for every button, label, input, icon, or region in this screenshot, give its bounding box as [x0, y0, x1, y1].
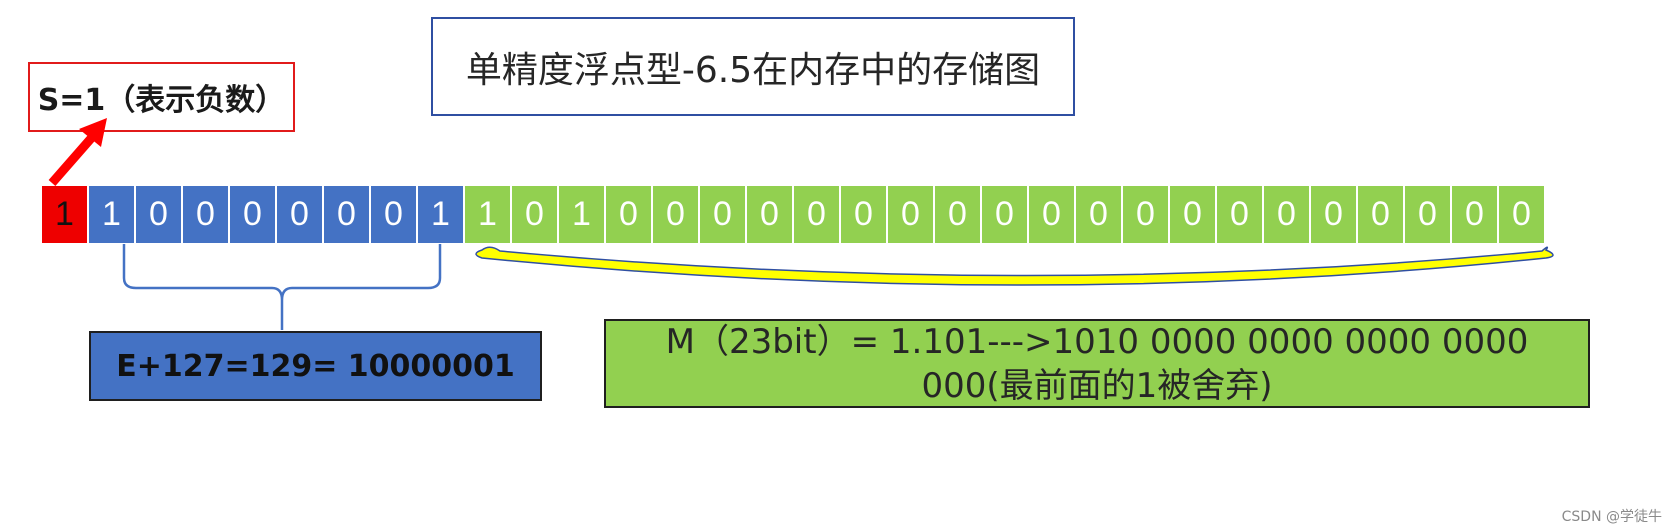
mantissa-bit-cell: 0: [606, 186, 651, 243]
mantissa-bit-cell: 0: [512, 186, 557, 243]
mantissa-bit-cell: 0: [747, 186, 792, 243]
mantissa-bit-cell: 0: [935, 186, 980, 243]
mantissa-bit-cell: 0: [1029, 186, 1074, 243]
mantissa-bit-cell: 0: [1405, 186, 1450, 243]
mantissa-bit-cell: 0: [1076, 186, 1121, 243]
exponent-label-box: E+127=129= 10000001: [89, 331, 542, 401]
sign-bit-cell: 1: [42, 186, 87, 243]
exponent-bit-cell: 0: [183, 186, 228, 243]
exponent-bit-cell: 1: [89, 186, 134, 243]
title-box: 单精度浮点型-6.5在内存中的存储图: [431, 17, 1075, 116]
mantissa-bit-cell: 1: [559, 186, 604, 243]
mantissa-label-line1: M（23bit）= 1.101--->1010 0000 0000 0000 0…: [665, 321, 1529, 362]
mantissa-bit-cell: 0: [1217, 186, 1262, 243]
mantissa-label-line2: 000(最前面的1被舍弃): [921, 365, 1273, 406]
mantissa-bit-cell: 1: [465, 186, 510, 243]
mantissa-bit-cell: 0: [841, 186, 886, 243]
mantissa-bit-cell: 0: [982, 186, 1027, 243]
mantissa-label-box: M（23bit）= 1.101--->1010 0000 0000 0000 0…: [604, 319, 1590, 408]
mantissa-bit-cell: 0: [1358, 186, 1403, 243]
mantissa-bit-cell: 0: [1123, 186, 1168, 243]
exponent-brace: [122, 244, 442, 330]
mantissa-bit-cell: 0: [1499, 186, 1544, 243]
exponent-bit-cell: 0: [371, 186, 416, 243]
sign-arrow-head-icon: [79, 118, 107, 147]
mantissa-bit-cell: 0: [653, 186, 698, 243]
exponent-bit-cell: 0: [230, 186, 275, 243]
exponent-bit-cell: 1: [418, 186, 463, 243]
sign-label-box: S=1（表示负数）: [28, 62, 295, 132]
mantissa-bit-cell: 0: [1311, 186, 1356, 243]
exponent-bit-cell: 0: [136, 186, 181, 243]
exponent-label: E+127=129= 10000001: [116, 348, 515, 384]
mantissa-bit-cell: 0: [1452, 186, 1497, 243]
mantissa-bit-cell: 0: [1264, 186, 1309, 243]
sign-arrow-shaft: [48, 132, 98, 186]
mantissa-bit-cell: 0: [888, 186, 933, 243]
diagram-title: 单精度浮点型-6.5在内存中的存储图: [465, 49, 1041, 91]
mantissa-brace: [475, 246, 1554, 286]
mantissa-bit-cell: 0: [1170, 186, 1215, 243]
mantissa-bit-cell: 0: [700, 186, 745, 243]
exponent-bit-cell: 0: [277, 186, 322, 243]
sign-label: S=1（表示负数）: [37, 83, 286, 118]
exponent-bit-cell: 0: [324, 186, 369, 243]
mantissa-bit-cell: 0: [794, 186, 839, 243]
watermark: CSDN @学徒牛: [1561, 509, 1662, 525]
